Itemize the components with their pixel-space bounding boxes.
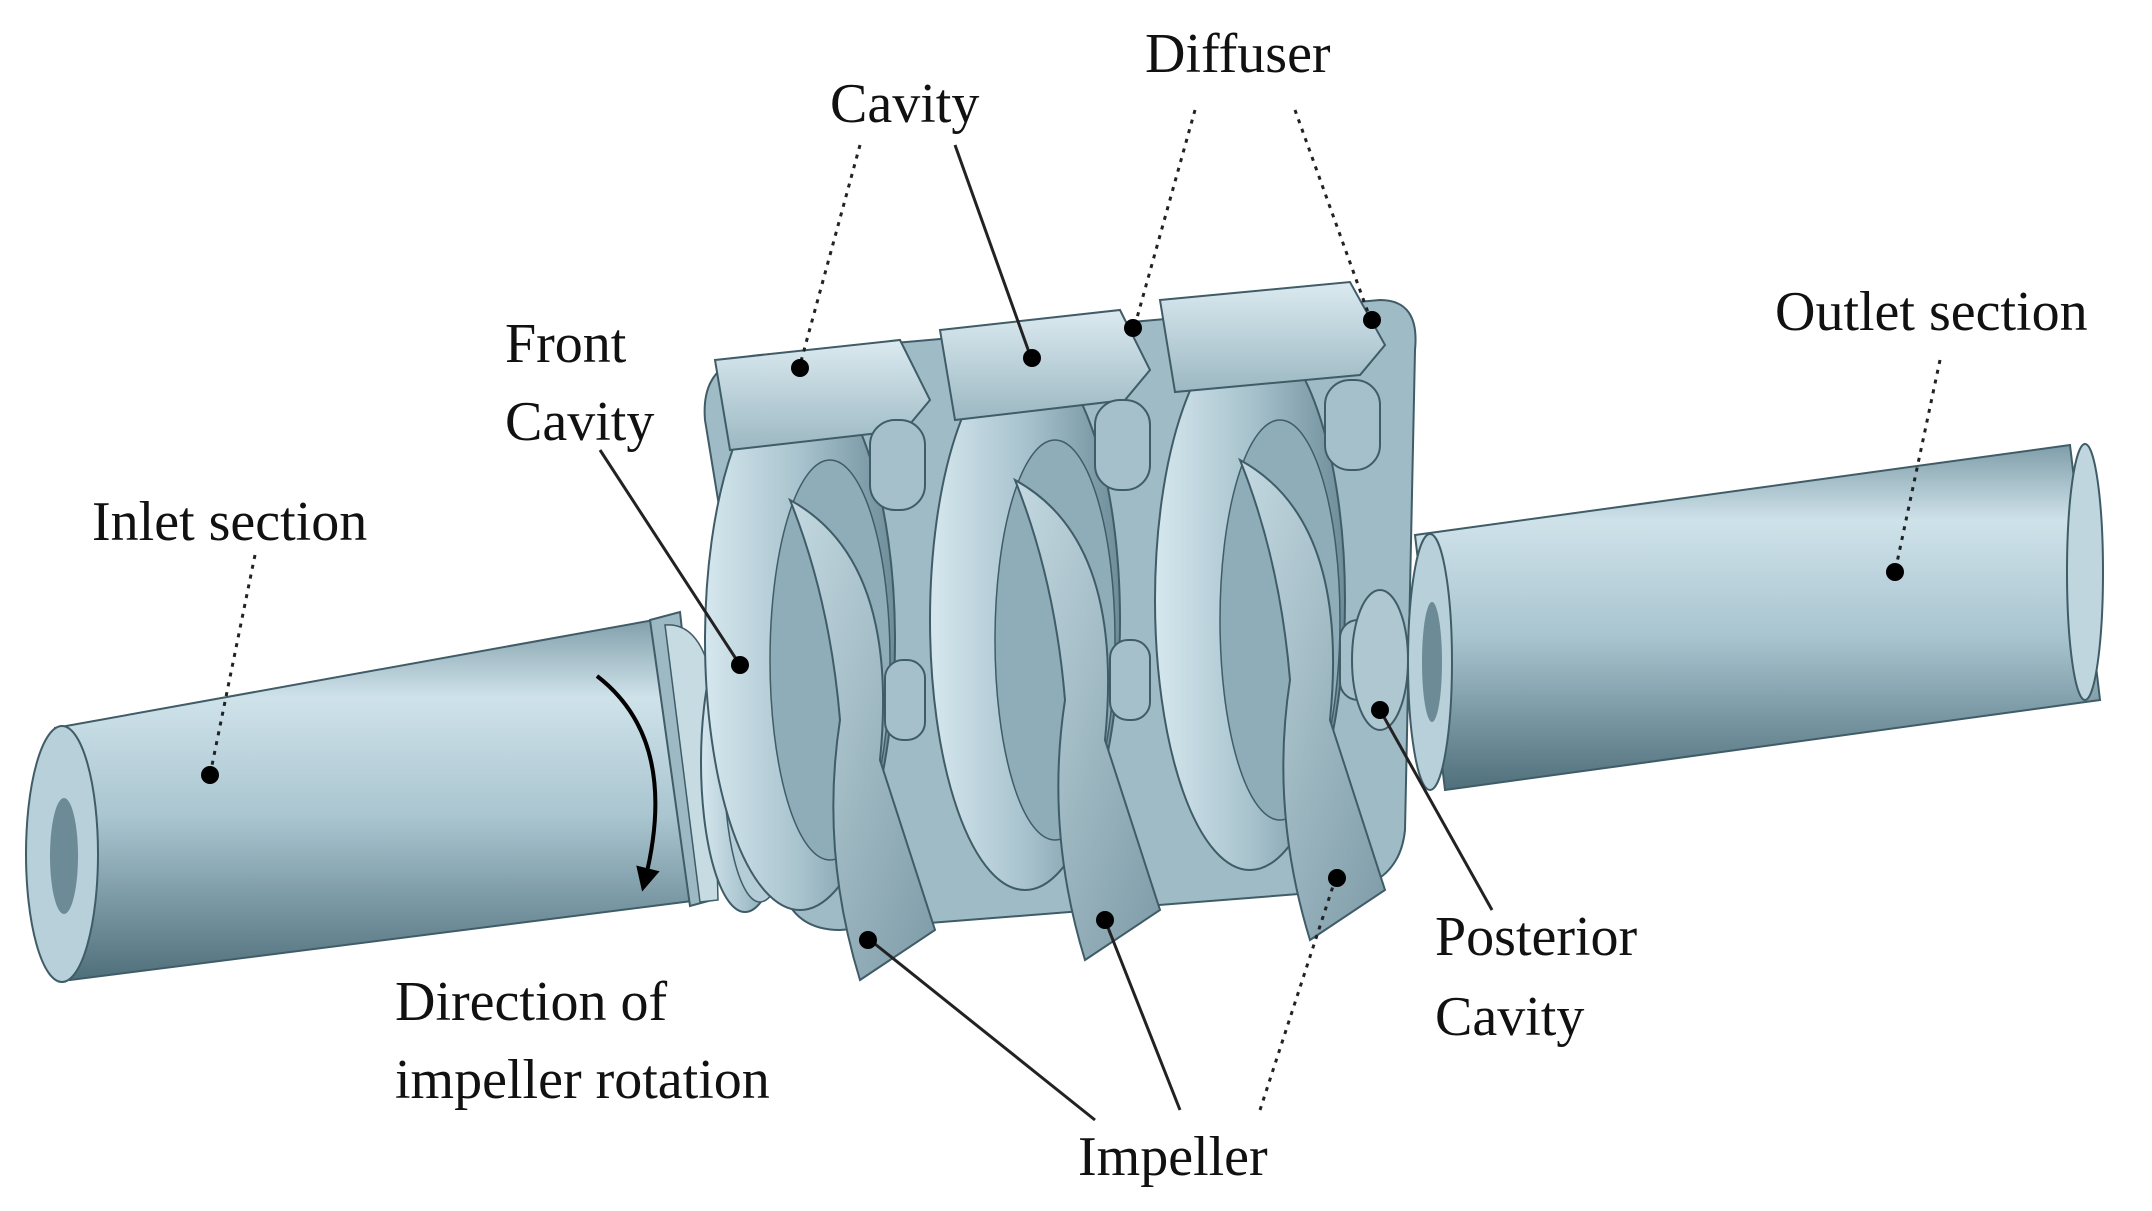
label-front-cavity-line1: Front: [505, 313, 627, 375]
label-inlet-section: Inlet section: [92, 491, 367, 553]
rotation-arrow: [595, 674, 660, 892]
label-direction-line2: impeller rotation: [395, 1049, 770, 1111]
label-impeller: Impeller: [1078, 1126, 1268, 1188]
label-outlet-section: Outlet section: [1775, 281, 2088, 343]
pump-stages: [703, 280, 1417, 982]
label-direction-line1: Direction of: [395, 971, 667, 1033]
label-posterior-line2: Cavity: [1435, 986, 1584, 1048]
leader-lines: [201, 109, 1942, 1122]
inlet-pipe: [25, 610, 719, 983]
label-diffuser: Diffuser: [1145, 23, 1331, 85]
label-front-cavity-line2: Cavity: [505, 391, 654, 453]
label-cavity: Cavity: [830, 73, 979, 135]
outlet-pipe: [1407, 443, 2104, 792]
label-posterior-line1: Posterior: [1435, 906, 1638, 968]
